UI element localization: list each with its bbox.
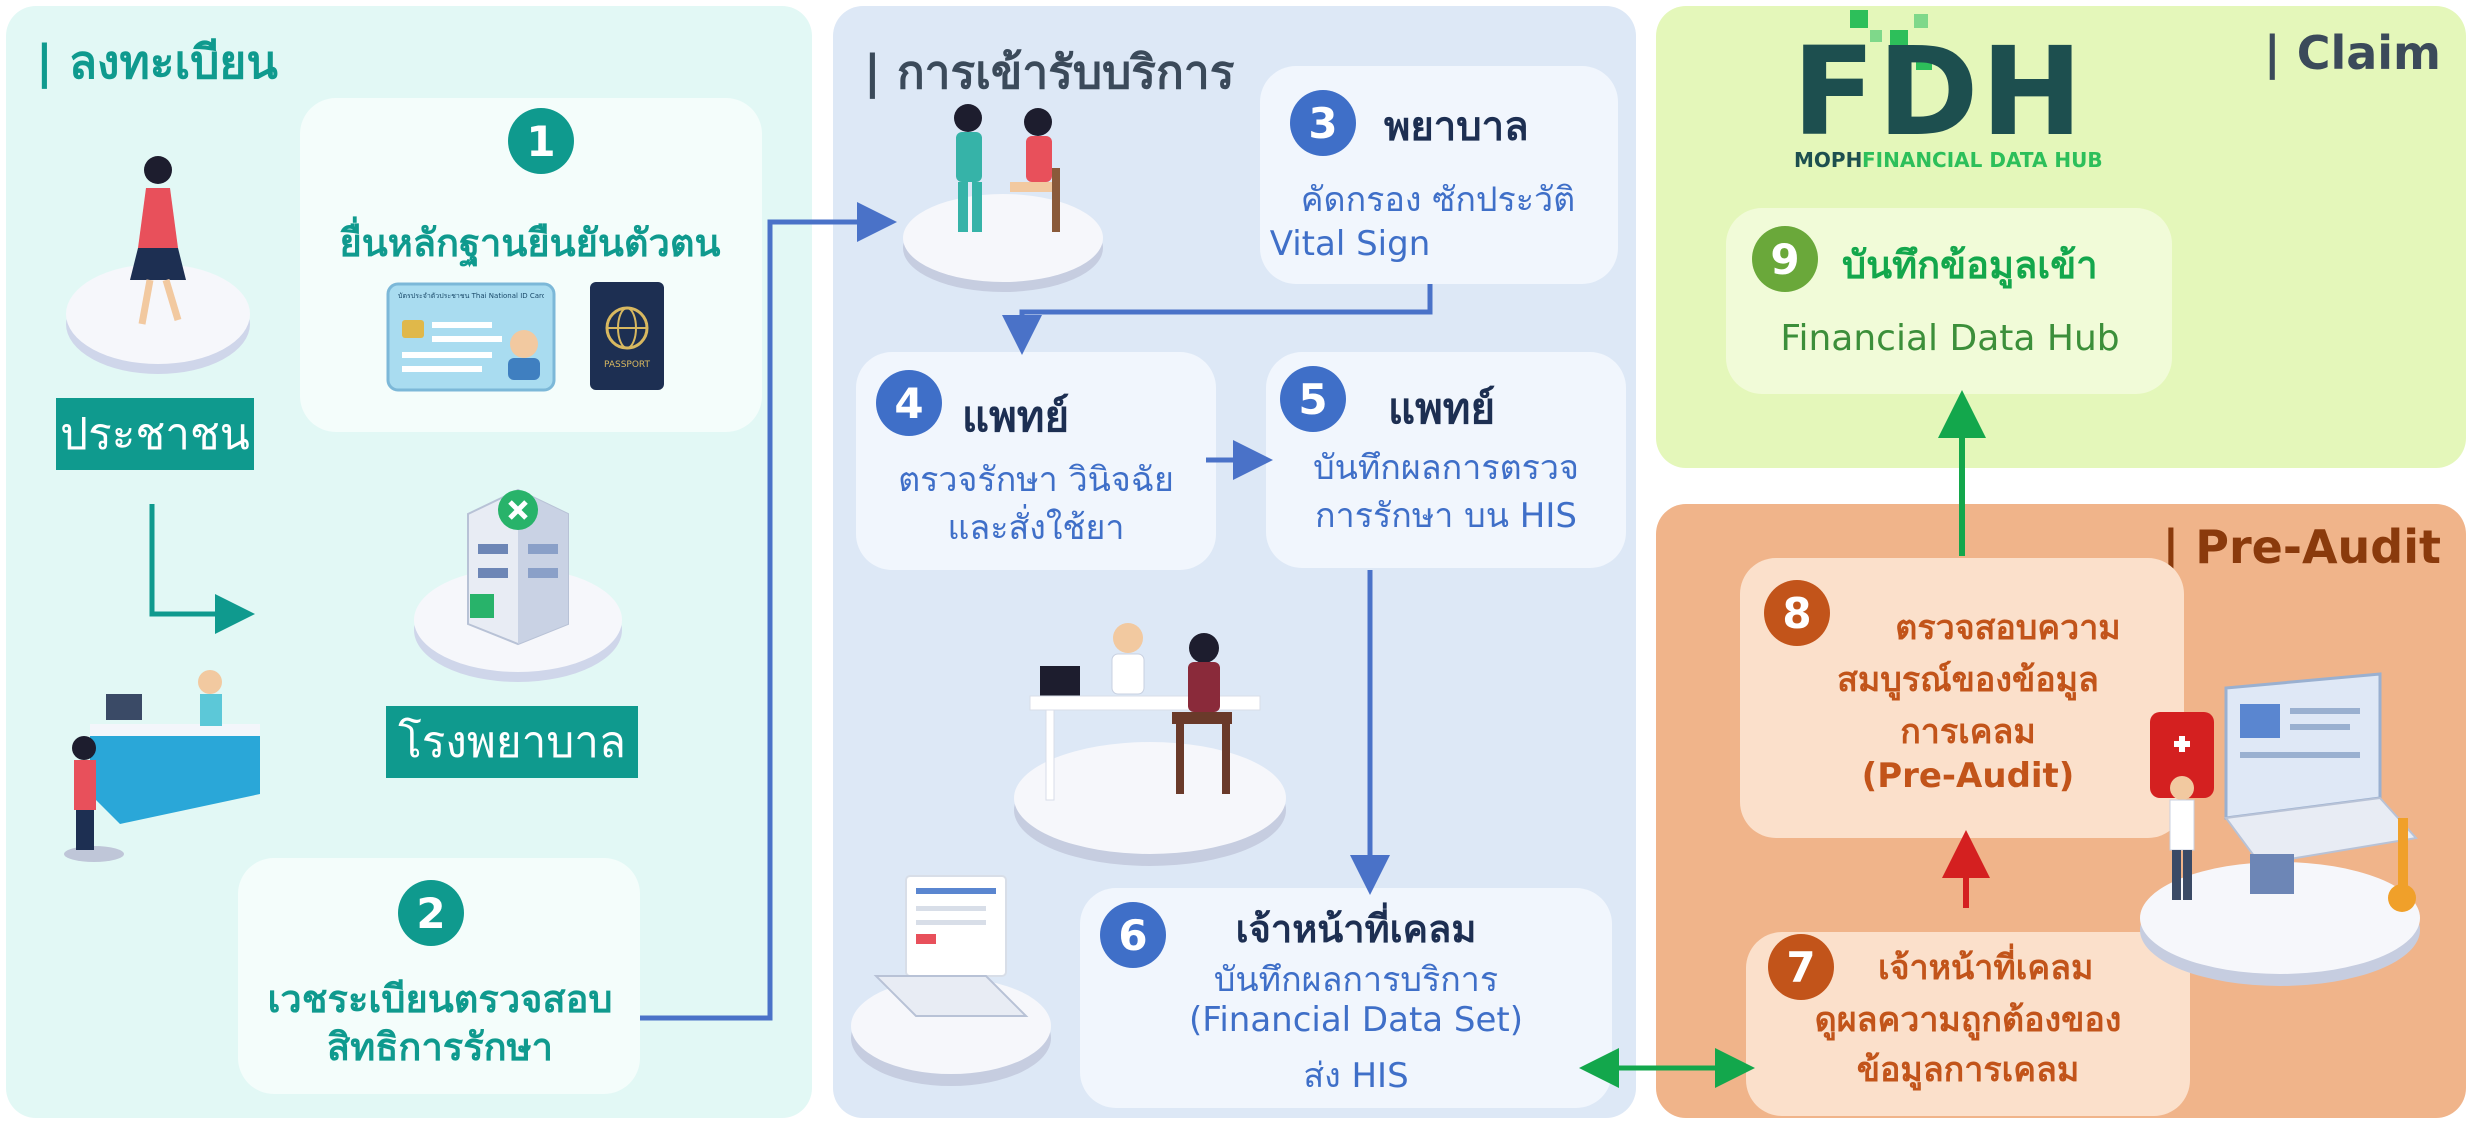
step9-badge: 9: [1752, 226, 1818, 292]
nurse-patient-illustration: [903, 104, 1103, 292]
service-title: | การเข้ารับบริการ: [864, 45, 1235, 99]
step5-title: แพทย์: [1388, 384, 1496, 433]
data-audit-illustration: [2140, 672, 2420, 986]
step2-line1: เวชระเบียนตรวจสอบ: [267, 977, 613, 1021]
passport-label: PASSPORT: [603, 360, 651, 370]
step1-title: ยื่นหลักฐานยืนยันตัวตน: [339, 221, 721, 265]
claim-title: | Claim: [2263, 26, 2441, 80]
step3-badge: 3: [1290, 90, 1356, 156]
registration-desk-illustration: [64, 670, 260, 862]
step9-title: บันทึกข้อมูลเข้า: [1842, 243, 2098, 287]
fdh-logo-sub2: FINANCIAL DATA HUB: [1862, 148, 2103, 172]
fdh-logo-sub1: MOPH: [1794, 148, 1863, 172]
step4-line2: และสั่งใช้ยา: [947, 508, 1125, 548]
laptop-illustration: [851, 875, 1051, 1086]
fdh-logo-letters: FDH: [1792, 21, 2085, 163]
step7-line2: ข้อมูลการเคลม: [1856, 1050, 2080, 1090]
step1-badge: 1: [508, 108, 574, 174]
register-title: | ลงทะเบียน: [36, 35, 278, 89]
step3-title: พยาบาล: [1384, 104, 1529, 150]
step2-line2: สิทธิการรักษา: [327, 1025, 553, 1069]
step6-line1: บันทึกผลการบริการ: [1213, 960, 1499, 1000]
step3-line2: Vital Sign: [1269, 224, 1431, 264]
id-card-icon: [386, 282, 556, 392]
step7-line1: ดูผลความถูกต้องของ: [1814, 1000, 2122, 1040]
passport-icon: [590, 282, 664, 390]
step5-line1: บันทึกผลการตรวจ: [1313, 448, 1579, 488]
step2-badge: 2: [398, 880, 464, 946]
citizen-label: ประชาชน: [56, 398, 254, 470]
hospital-label: โรงพยาบาล: [386, 706, 638, 778]
step4-title: แพทย์: [962, 392, 1070, 441]
step8-line1: ตรวจสอบความ: [1895, 608, 2121, 648]
step8-badge: 8: [1764, 580, 1830, 646]
citizen-illustration: [66, 156, 250, 374]
step6-card: [1080, 888, 1612, 1108]
step6-badge: 6: [1100, 902, 1166, 968]
step4-badge: 4: [876, 370, 942, 436]
doctor-consultation-illustration: [1014, 623, 1286, 866]
step8-line3: การเคลม: [1900, 712, 2036, 752]
step4-line1: ตรวจรักษา วินิจฉัย: [898, 460, 1174, 500]
id-card-header: บัตรประจำตัวประชาชน Thai National ID Car…: [398, 292, 544, 300]
step7-title: เจ้าหน้าที่เคลม: [1878, 948, 2094, 988]
step6-line3: ส่ง HIS: [1303, 1056, 1409, 1096]
step8-line4: (Pre-Audit): [1861, 756, 2075, 796]
step3-line1: คัดกรอง ซักประวัติ: [1300, 180, 1576, 220]
fdh-logo-mark-icon: [1850, 10, 1932, 70]
step9-line1: Financial Data Hub: [1780, 318, 2120, 359]
hospital-illustration: [414, 488, 622, 682]
step5-badge: 5: [1280, 366, 1346, 432]
step7-badge: 7: [1768, 934, 1834, 1000]
step5-line2: การรักษา บน HIS: [1315, 496, 1577, 536]
step6-title: เจ้าหน้าที่เคลม: [1235, 907, 1477, 951]
preaudit-title: | Pre-Audit: [2162, 520, 2441, 574]
step6-line2: (Financial Data Set): [1188, 1000, 1524, 1040]
step8-line2: สมบูรณ์ของข้อมูล: [1837, 660, 2099, 700]
